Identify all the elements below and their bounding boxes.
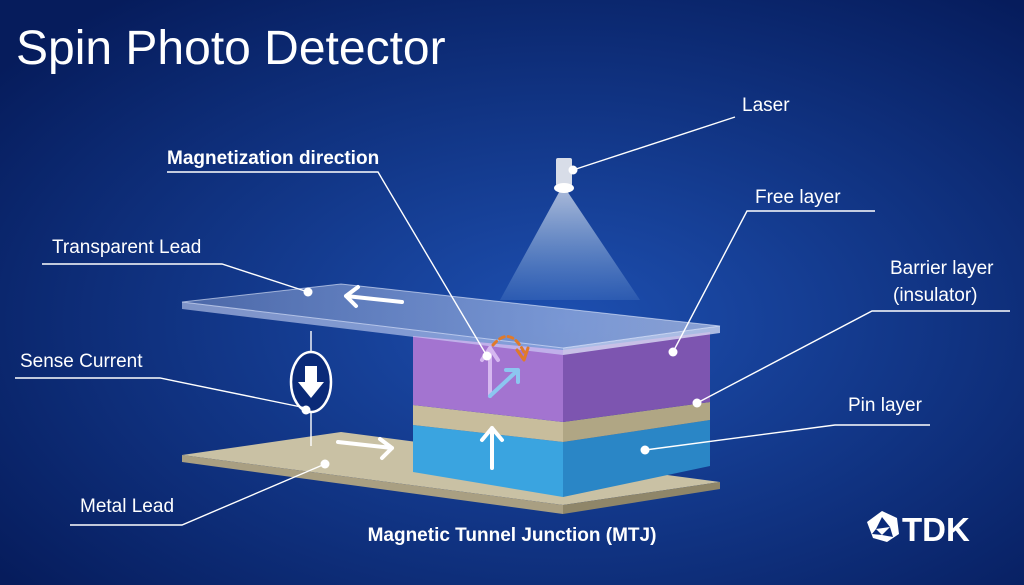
label-metal-lead: Metal Lead [80,496,174,517]
magnetization-leader [167,171,488,357]
pin-layer-arrow-up [480,426,504,470]
tdk-logo: TDK [867,511,970,548]
laser-beam [500,185,640,300]
laser-leader [572,116,736,171]
tdk-emblem-icon [867,511,899,542]
tdk-wordmark: TDK [902,511,970,548]
label-barrier-layer-note: (insulator) [893,285,977,306]
barrier-layer-front [413,405,563,442]
metal-lead-leader [70,463,326,526]
label-sense-current: Sense Current [20,351,143,372]
barrier-layer-side [563,402,710,442]
laser-glow [554,183,574,193]
pin-layer-front [413,425,563,497]
laser [500,158,640,300]
pin-layer-side [563,420,710,497]
sense-current-leader [15,377,307,409]
label-barrier-layer: Barrier layer [890,258,994,279]
label-transparent-lead: Transparent Lead [52,237,201,258]
caption: Magnetic Tunnel Junction (MTJ) [368,525,657,546]
sense-current-symbol [289,331,333,446]
transparent-lead-arrow-left [344,285,404,308]
free-layer-leader [672,210,875,353]
down-arrow-icon [298,366,324,398]
precession-arc [491,335,526,354]
laser-emitter [556,158,572,186]
barrier-layer-leader [696,310,1010,404]
label-magnetization-direction: Magnetization direction [167,148,379,169]
metal-lead-arrow-right [336,437,394,460]
label-laser: Laser [742,95,790,116]
transparent-lead-leader [42,263,309,293]
transparent-lead [181,283,721,355]
label-free-layer: Free layer [755,187,841,208]
label-pin-layer: Pin layer [848,395,923,416]
mtj-stack [413,332,710,497]
pin-layer-leader [644,424,930,451]
page-title: Spin Photo Detector [16,22,446,75]
